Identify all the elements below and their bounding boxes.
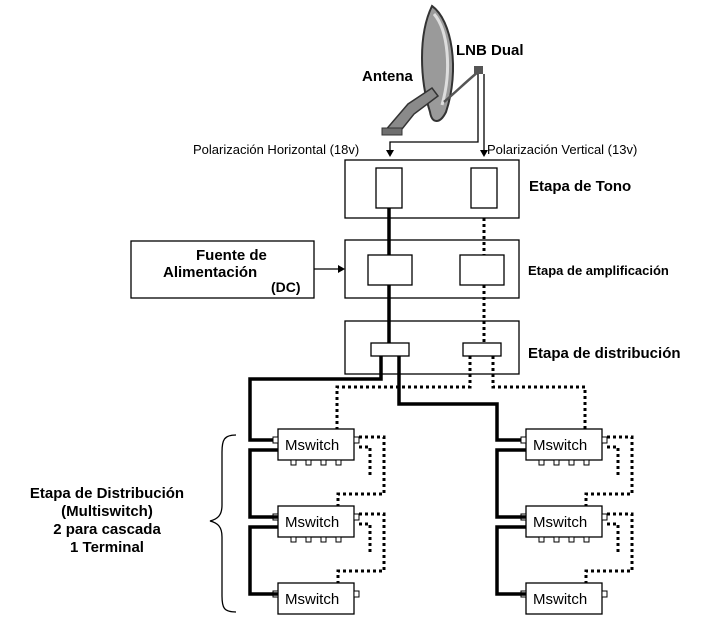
tone-stage-label: Etapa de Tono bbox=[529, 178, 631, 195]
power-supply-box bbox=[130, 240, 315, 299]
multiswitch-left-2: Mswitch bbox=[277, 505, 355, 538]
dist-desc-line-1: Etapa de Distribución bbox=[30, 485, 184, 502]
v-distribution-lines bbox=[335, 356, 587, 429]
antenna-icon bbox=[381, 4, 483, 136]
dist-desc-line-4: 1 Terminal bbox=[70, 539, 144, 556]
multiswitch-label: Mswitch bbox=[285, 514, 339, 531]
multiswitch-left-1: Mswitch bbox=[277, 428, 355, 461]
multiswitch-right-3: Mswitch bbox=[525, 582, 603, 615]
power-feed-arrow bbox=[314, 265, 345, 273]
lnb-label: LNB Dual bbox=[456, 42, 524, 59]
multiswitch-label: Mswitch bbox=[533, 514, 587, 531]
dist-desc-line-2: (Multiswitch) bbox=[61, 503, 153, 520]
amp-module-v bbox=[459, 254, 505, 286]
cascade-solid-links bbox=[248, 448, 526, 596]
lnb-output-cables bbox=[389, 74, 485, 152]
power-supply-label-1: Fuente de bbox=[196, 247, 267, 264]
power-supply-label-2: Alimentación bbox=[163, 264, 257, 281]
pol-vertical-label: Polarización Vertical (13v) bbox=[487, 142, 637, 157]
splitter-h bbox=[370, 342, 410, 357]
antenna-label: Antena bbox=[362, 68, 413, 85]
multiswitch-left-3: Mswitch bbox=[277, 582, 355, 615]
splitter-v bbox=[462, 342, 502, 357]
tone-module-v bbox=[470, 167, 498, 209]
power-supply-dc-label: (DC) bbox=[271, 279, 301, 295]
multiswitch-label: Mswitch bbox=[533, 591, 587, 608]
multiswitch-label: Mswitch bbox=[533, 437, 587, 454]
multiswitch-right-1: Mswitch bbox=[525, 428, 603, 461]
cascade-dotted-links bbox=[336, 435, 634, 583]
input-arrows bbox=[386, 150, 488, 157]
multiswitch-label: Mswitch bbox=[285, 437, 339, 454]
brace-icon bbox=[209, 434, 237, 613]
multiswitch-right-2: Mswitch bbox=[525, 505, 603, 538]
tone-module-h bbox=[375, 167, 403, 209]
amp-stage-label: Etapa de amplificación bbox=[528, 263, 669, 278]
multiswitch-label: Mswitch bbox=[285, 591, 339, 608]
dist-desc-line-3: 2 para cascada bbox=[53, 521, 161, 538]
amp-module-h bbox=[367, 254, 413, 286]
pol-horizontal-label: Polarización Horizontal (18v) bbox=[193, 142, 359, 157]
dist-stage-label: Etapa de distribución bbox=[528, 345, 681, 362]
